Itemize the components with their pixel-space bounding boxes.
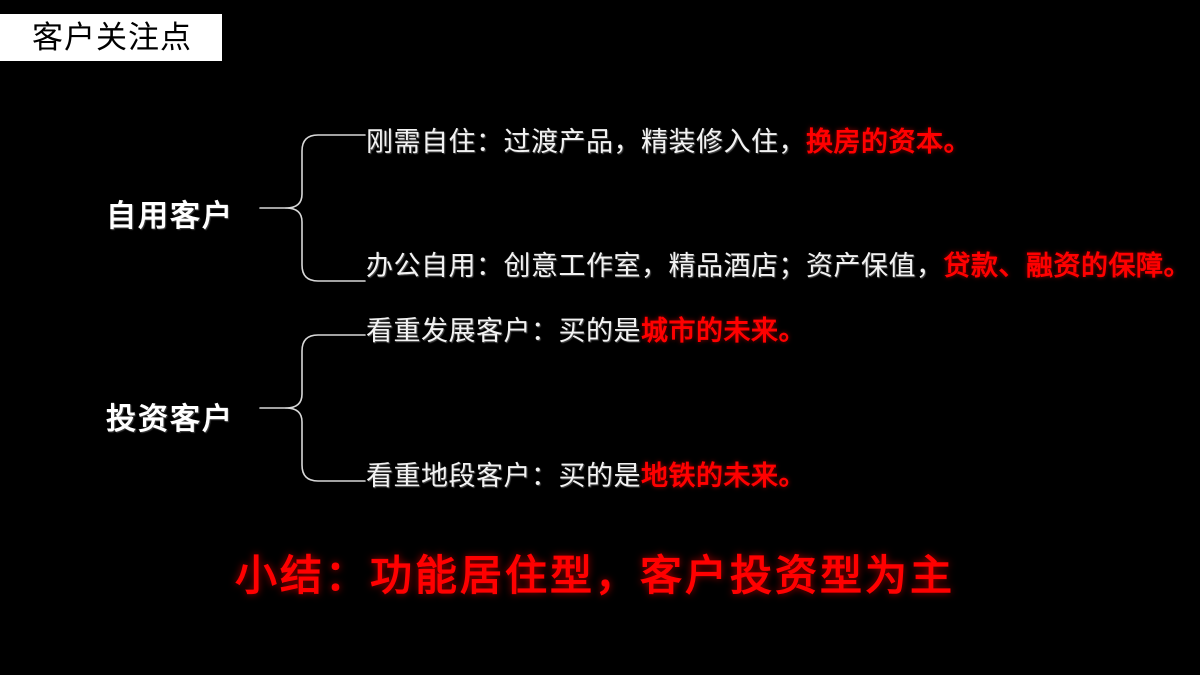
line-1-red-text: 换房的资本。 <box>806 127 971 157</box>
line-1-white-text: 刚需自住：过渡产品，精装修入住， <box>366 127 806 157</box>
brace-self-use-icon <box>259 134 366 282</box>
line-4-red-text: 地铁的未来。 <box>641 461 806 491</box>
group-label-investment: 投资客户 <box>106 403 234 436</box>
brace-investment-icon <box>259 334 366 482</box>
summary-text: 小结：功能居住型，客户投资型为主 <box>234 554 955 600</box>
content-line-self-use-2: 办公自用：创意工作室，精品酒店；资产保值，贷款、融资的保障。 <box>366 253 1191 280</box>
page-title: 客户关注点 <box>32 20 192 55</box>
line-4-white-text: 看重地段客户：买的是 <box>366 461 641 491</box>
summary-container: 小结：功能居住型，客户投资型为主 <box>0 556 1200 598</box>
line-3-white-text: 看重发展客户：买的是 <box>366 316 641 346</box>
line-2-white-text: 办公自用：创意工作室，精品酒店；资产保值， <box>366 251 944 281</box>
title-banner: 客户关注点 <box>0 14 222 61</box>
content-line-self-use-1: 刚需自住：过渡产品，精装修入住，换房的资本。 <box>366 129 971 156</box>
line-2-red-text: 贷款、融资的保障。 <box>943 251 1191 281</box>
content-line-investment-1: 看重发展客户：买的是城市的未来。 <box>366 318 806 345</box>
content-line-investment-2: 看重地段客户：买的是地铁的未来。 <box>366 463 806 490</box>
line-3-red-text: 城市的未来。 <box>641 316 806 346</box>
group-label-self-use: 自用客户 <box>106 200 234 233</box>
